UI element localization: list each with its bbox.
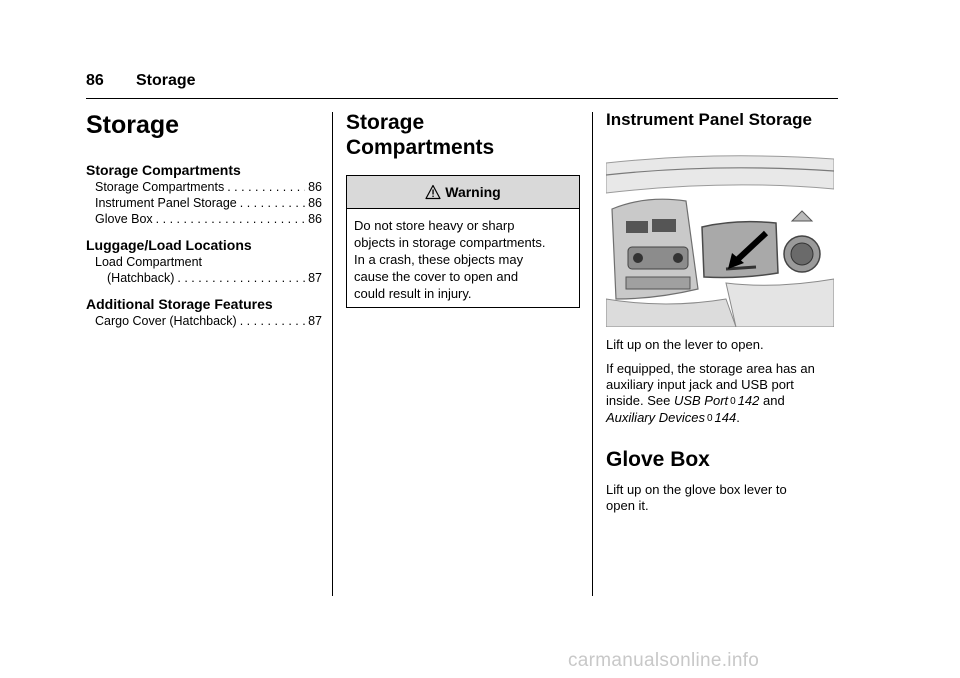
- paragraph-text: and: [763, 393, 785, 408]
- section-title-line: Storage: [346, 111, 425, 134]
- right-column: Instrument Panel Storage Lift up on the …: [606, 110, 838, 514]
- toc-entry-text: (Hatchback): [107, 271, 175, 285]
- warning-line: objects in storage compartments.: [354, 235, 546, 250]
- warning-title: Warning: [445, 184, 501, 200]
- cross-reference-icon: 0: [706, 413, 713, 424]
- middle-column: Storage Compartments Warning Do not stor…: [346, 110, 580, 308]
- usb-port-link[interactable]: USB Port: [673, 393, 729, 408]
- paragraph: If equipped, the storage area has an aux…: [606, 361, 815, 425]
- warning-line: could result in injury.: [354, 286, 472, 301]
- section-title: Glove Box: [606, 448, 710, 471]
- toc-entry-text: Load Compartment: [95, 255, 203, 269]
- toc-entry[interactable]: Instrument Panel Storage 86: [95, 195, 322, 211]
- paragraph-line: open it.: [606, 498, 649, 513]
- toc-section-title: Storage Compartments: [86, 162, 241, 178]
- section-title: Instrument Panel Storage: [606, 110, 812, 129]
- toc-entry-page: 87: [308, 314, 322, 328]
- toc-entry-text: Instrument Panel Storage: [95, 196, 237, 210]
- toc-entry-text: Storage Compartments: [95, 180, 225, 194]
- toc-entry[interactable]: Cargo Cover (Hatchback) 87: [95, 313, 322, 329]
- toc-entry[interactable]: Glove Box 86: [95, 211, 322, 227]
- auxiliary-devices-link[interactable]: Auxiliary Devices: [606, 410, 705, 425]
- paragraph-text: inside. See: [606, 393, 671, 408]
- header-rule: [86, 98, 838, 99]
- toc-dots: [156, 211, 305, 227]
- paragraph: Lift up on the lever to open.: [606, 337, 764, 352]
- page-number: 86: [86, 72, 104, 89]
- warning-text: Do not store heavy or sharp objects in s…: [347, 209, 579, 307]
- toc-entry-continuation[interactable]: (Hatchback) 87: [107, 270, 322, 286]
- toc-section-title: Additional Storage Features: [86, 296, 273, 312]
- toc-entry-page: 86: [308, 180, 322, 194]
- toc-column: Storage Storage Compartments Storage Com…: [86, 110, 322, 329]
- toc-entry[interactable]: Storage Compartments 86: [95, 179, 322, 195]
- column-divider-1: [332, 112, 333, 596]
- paragraph-line: Lift up on the glove box lever to: [606, 482, 787, 497]
- toc-section-title: Luggage/Load Locations: [86, 237, 252, 253]
- toc-entry-text: Glove Box: [95, 212, 153, 226]
- toc-entry[interactable]: Load Compartment: [95, 254, 322, 270]
- toc-dots: [240, 195, 305, 211]
- section-title: Storage Compartments: [346, 110, 580, 160]
- toc-dots: [240, 313, 305, 329]
- warning-line: cause the cover to open and: [354, 269, 519, 284]
- toc-dots: [227, 179, 305, 195]
- paragraph-line: If equipped, the storage area has an: [606, 361, 815, 376]
- watermark: carmanualsonline.info: [568, 650, 760, 671]
- toc-entry-page: 87: [308, 271, 322, 285]
- page-header: 86 Storage: [86, 72, 196, 90]
- auxiliary-devices-page-link[interactable]: 144: [714, 410, 737, 425]
- warning-triangle-icon: [425, 184, 441, 200]
- toc-entry-text: Cargo Cover (Hatchback): [95, 314, 237, 328]
- toc-entry-page: 86: [308, 212, 322, 226]
- warning-box: Warning Do not store heavy or sharp obje…: [346, 175, 580, 308]
- paragraph-line: auxiliary input jack and USB port: [606, 377, 794, 392]
- section-title-line: Compartments: [346, 136, 495, 159]
- header-section-title: Storage: [136, 72, 196, 89]
- cross-reference-icon: 0: [730, 396, 736, 407]
- chapter-title: Storage: [86, 111, 180, 139]
- warning-header: Warning: [347, 176, 579, 209]
- toc-entry-page: 86: [308, 196, 322, 210]
- warning-line: In a crash, these objects may: [354, 252, 524, 267]
- usb-port-page-link[interactable]: 142: [737, 393, 760, 408]
- dashboard-storage-illustration: [606, 149, 834, 327]
- warning-line: Do not store heavy or sharp: [354, 218, 515, 233]
- column-divider-2: [592, 112, 593, 596]
- toc-dots: [177, 270, 305, 286]
- paragraph: Lift up on the glove box lever to open i…: [606, 482, 838, 514]
